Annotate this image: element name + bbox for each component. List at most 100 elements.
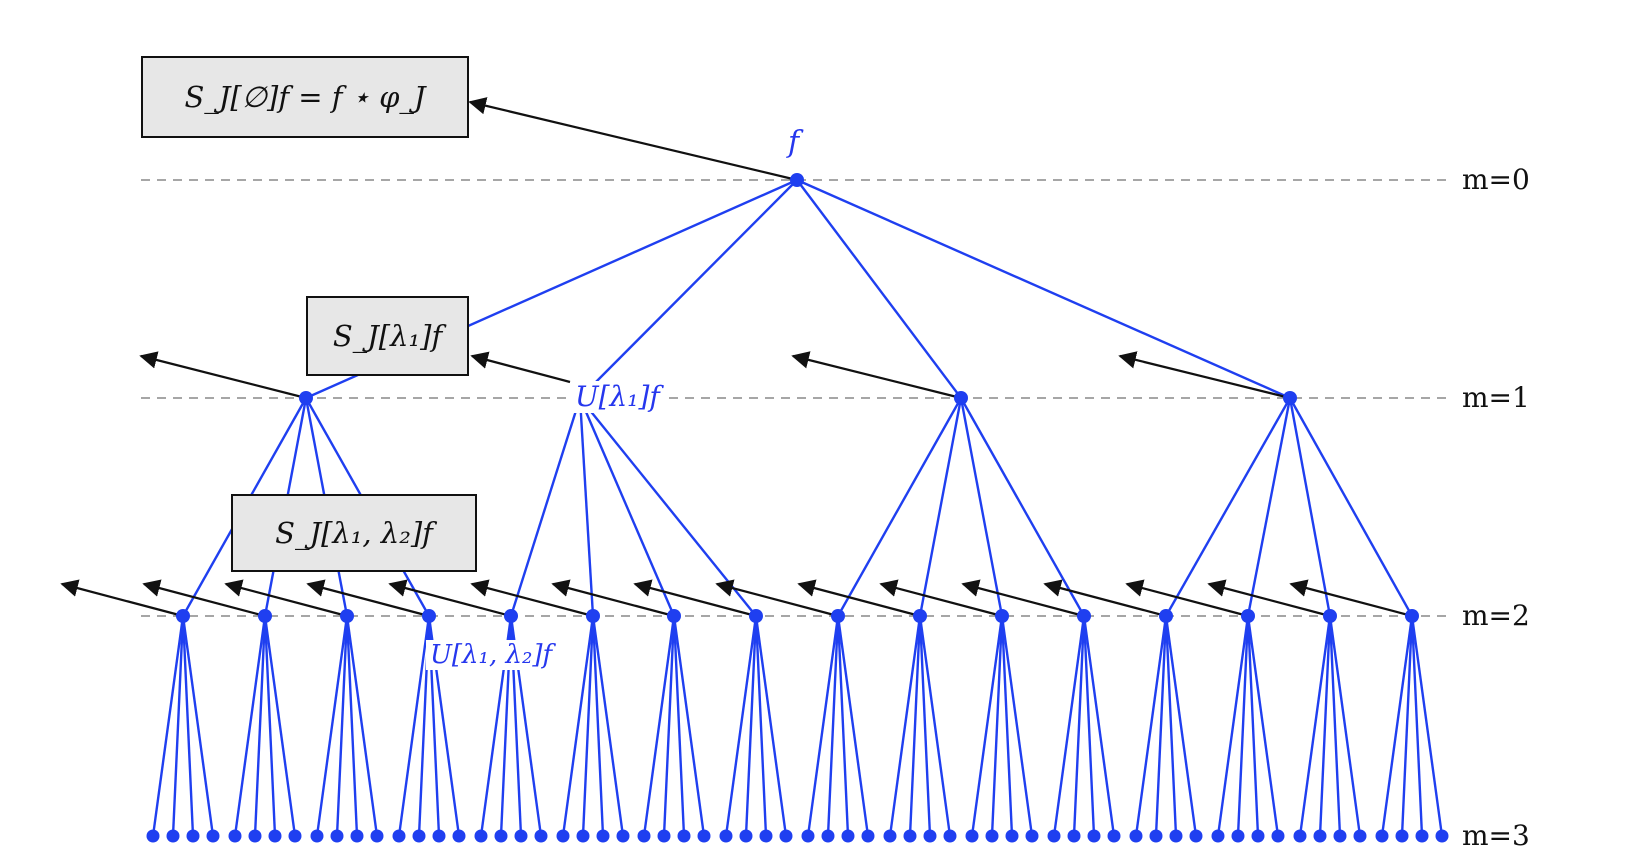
box-s-empty: S_J[∅]f = f ⋆ φ_J [141, 56, 469, 138]
box-s-lambda1-lambda2: S_J[λ₁, λ₂]f [231, 494, 477, 572]
edge-m2-m3-43 [1000, 615, 1034, 837]
edge-m2-m3-53 [1236, 615, 1250, 837]
node-label-u2: U[λ₁, λ₂]f [426, 640, 557, 670]
root-label: f [788, 125, 800, 160]
node-m2-14 [1323, 609, 1337, 623]
edge-m2-m3-6 [263, 615, 277, 837]
edge-m2-m3-25 [662, 615, 676, 837]
edge-m2-m3-30 [754, 615, 768, 837]
edge-m2-m3-49 [1154, 615, 1168, 837]
edge-m0-m1-3 [796, 178, 1291, 400]
node-m3-38 [923, 829, 937, 843]
node-m3-23 [616, 829, 630, 843]
edge-m2-m3-57 [1318, 615, 1332, 837]
node-m3-50 [1169, 829, 1183, 843]
node-m3-57 [1313, 829, 1327, 843]
node-m3-6 [268, 829, 282, 843]
level-label-m0: m=0 [1462, 163, 1530, 196]
node-m3-19 [534, 829, 548, 843]
edge-m2-m3-2 [181, 615, 195, 837]
edge-m2-m3-8 [315, 615, 349, 837]
edge-m0-m1-1 [579, 179, 798, 399]
node-m3-8 [310, 829, 324, 843]
node-m3-59 [1353, 829, 1367, 843]
arrow-out-m2-14 [1207, 579, 1331, 618]
node-m3-33 [821, 829, 835, 843]
edge-m2-m3-34 [836, 615, 850, 837]
edge-m2-m3-1 [171, 615, 185, 837]
node-m3-29 [739, 829, 753, 843]
node-m3-48 [1129, 829, 1143, 843]
arrow-out-m2-9 [797, 579, 921, 618]
edge-m2-m3-0 [151, 615, 185, 837]
edge-m2-m3-59 [1328, 615, 1362, 837]
node-m3-7 [288, 829, 302, 843]
node-m3-22 [596, 829, 610, 843]
node-m3-32 [801, 829, 815, 843]
node-m3-17 [494, 829, 508, 843]
node-m3-2 [186, 829, 200, 843]
edge-m2-m3-56 [1298, 615, 1332, 837]
node-m3-15 [452, 829, 466, 843]
box-s-lambda1: S_J[λ₁]f [306, 296, 469, 376]
arrow-out-m2-2 [224, 579, 348, 618]
node-m3-13 [412, 829, 426, 843]
edge-m1-m2-8 [836, 397, 963, 617]
edge-m1-m2-12 [1164, 397, 1292, 617]
edge-m2-m3-44 [1052, 615, 1086, 837]
node-m2-12 [1159, 609, 1173, 623]
node-m3-12 [392, 829, 406, 843]
edge-m1-m2-13 [1246, 397, 1292, 617]
node-m3-55 [1271, 829, 1285, 843]
edge-m2-m3-54 [1246, 615, 1260, 837]
level-label-m2: m=2 [1462, 599, 1530, 632]
node-m2-11 [1077, 609, 1091, 623]
level-label-m1: m=1 [1462, 381, 1530, 414]
node-m3-24 [637, 829, 651, 843]
edge-m1-m2-10 [959, 397, 1004, 617]
node-m3-18 [514, 829, 528, 843]
node-m3-26 [677, 829, 691, 843]
edge-m2-m3-51 [1164, 615, 1198, 837]
edge-m2-m3-41 [990, 615, 1004, 837]
node-m3-35 [861, 829, 875, 843]
edge-m2-m3-50 [1164, 615, 1178, 837]
edge-m0-m1-2 [796, 179, 962, 399]
node-m3-45 [1067, 829, 1081, 843]
arrow-out-m2-7 [633, 579, 757, 618]
node-m3-1 [166, 829, 180, 843]
node-m2-13 [1241, 609, 1255, 623]
arrow-out-m2-3 [306, 579, 430, 618]
node-m1-0 [299, 391, 313, 405]
edge-m2-m3-4 [233, 615, 267, 837]
arrow-out-m1-0 [139, 351, 307, 400]
node-m2-0 [176, 609, 190, 623]
node-m3-14 [432, 829, 446, 843]
node-m3-42 [1005, 829, 1019, 843]
node-m3-20 [556, 829, 570, 843]
edge-m2-m3-28 [724, 615, 758, 837]
edge-m1-m2-5 [578, 397, 595, 617]
node-m3-25 [657, 829, 671, 843]
edge-m2-m3-21 [581, 615, 595, 837]
arrow-out-m2-1 [142, 579, 266, 618]
node-m1-2 [954, 391, 968, 405]
node-m3-34 [841, 829, 855, 843]
node-m3-5 [248, 829, 262, 843]
node-m2-2 [340, 609, 354, 623]
node-m3-63 [1435, 829, 1449, 843]
edge-m2-m3-47 [1082, 615, 1116, 837]
tree-edges [151, 178, 1444, 837]
node-m3-3 [206, 829, 220, 843]
edge-m2-m3-63 [1410, 615, 1444, 837]
arrow-out-m2-6 [551, 579, 675, 618]
edge-m2-m3-29 [744, 615, 758, 837]
node-m3-54 [1251, 829, 1265, 843]
node-m3-41 [985, 829, 999, 843]
box-s-lambda1-text: S_J[λ₁]f [332, 319, 443, 353]
node-m3-62 [1415, 829, 1429, 843]
node-m2-10 [995, 609, 1009, 623]
node-m3-61 [1395, 829, 1409, 843]
node-m3-37 [903, 829, 917, 843]
node-m3-40 [965, 829, 979, 843]
